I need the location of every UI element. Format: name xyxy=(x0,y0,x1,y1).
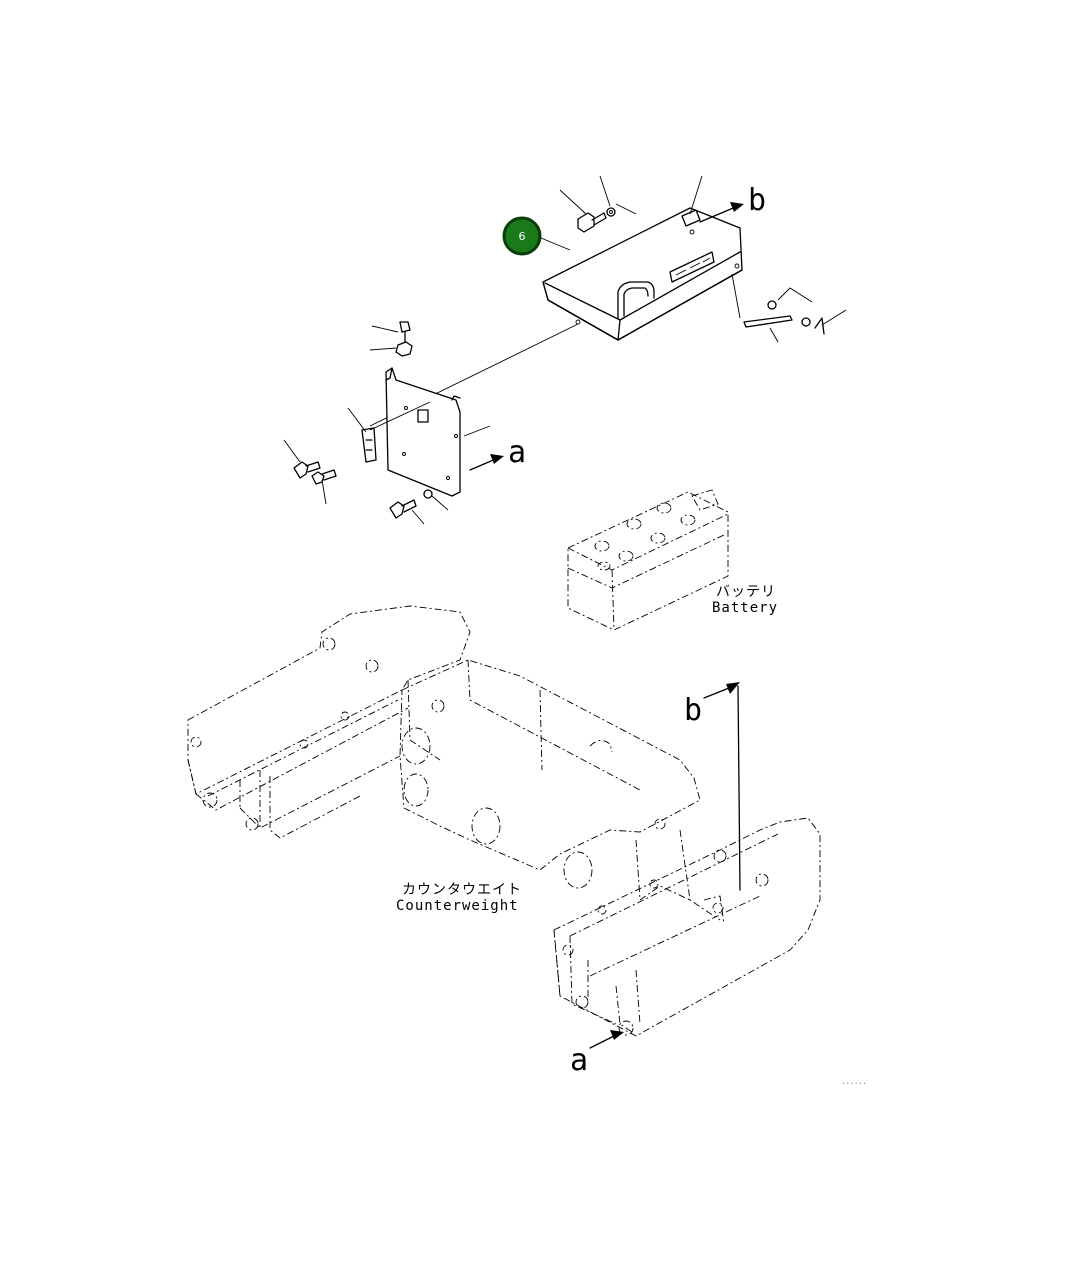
counterweight xyxy=(187,605,821,1037)
ref-a-pointer xyxy=(589,1030,624,1049)
battery-cover xyxy=(369,175,847,427)
counterweight-label-jp: カウンタウエイト xyxy=(402,882,522,898)
battery-label-jp: バッテリ xyxy=(716,584,776,600)
ref-b-counterweight: b xyxy=(684,693,702,728)
battery-label-en: Battery xyxy=(712,600,778,616)
battery xyxy=(567,489,729,631)
bracket-plate xyxy=(283,321,504,525)
ref-b-pointer xyxy=(703,682,741,891)
callout-number: 6 xyxy=(519,230,526,243)
figure-reference: ...... xyxy=(842,1076,867,1087)
ref-b-top: b xyxy=(748,183,766,218)
ref-a-counterweight: a xyxy=(570,1043,588,1078)
counterweight-label-en: Counterweight xyxy=(396,898,519,914)
callout-6[interactable]: 6 xyxy=(502,216,542,256)
ref-a-bracket: a xyxy=(508,435,526,470)
